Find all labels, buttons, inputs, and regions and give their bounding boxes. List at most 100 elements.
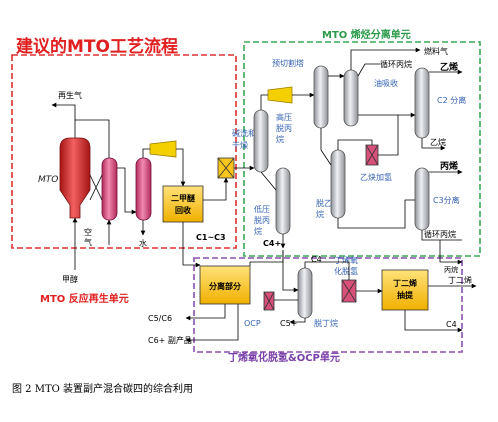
odh-x2 bbox=[341, 279, 357, 303]
lp-depropanizer-label-1: 低压 bbox=[254, 204, 270, 214]
alkali-wash-label-1: 碱洗和 bbox=[232, 128, 256, 138]
hp-depropanizer-label-1: 高压 bbox=[276, 112, 292, 122]
butene-odh-label-2: 化脱氢 bbox=[334, 266, 358, 276]
c4-section-box bbox=[193, 257, 463, 353]
diagram-title: 建议的MTO工艺流程 bbox=[16, 36, 178, 57]
air-label-2: 气 bbox=[84, 237, 92, 247]
separation-section-box bbox=[243, 41, 481, 257]
butene-odh-label-1: 丁烯氧 bbox=[334, 255, 358, 265]
separation-part-label: 分离部分 bbox=[209, 281, 241, 291]
alkali-wash-label-2: 干燥 bbox=[232, 141, 248, 150]
c1-c3-label: C1~C3 bbox=[196, 233, 226, 242]
c4-out-line bbox=[404, 310, 463, 333]
deethanizer bbox=[330, 149, 346, 219]
recycle-propane-line bbox=[421, 230, 462, 241]
c5-plus-label: C5+ bbox=[280, 319, 297, 328]
alkali-wash-x2 bbox=[217, 157, 235, 179]
debutanizer-label: 脱丁烷 bbox=[314, 318, 338, 328]
lp-depropanizer-label-3: 烷 bbox=[254, 226, 262, 236]
absorber-label: 油吸收 bbox=[374, 78, 398, 88]
regen-gas-label: 再生气 bbox=[58, 90, 82, 100]
c4-section-label: 丁烯氧化脱氢&OCP单元 bbox=[228, 351, 340, 364]
ethane-line bbox=[421, 138, 446, 151]
oil-absorber bbox=[343, 69, 359, 127]
c6-byproduct-line bbox=[185, 304, 239, 343]
compressor-2 bbox=[267, 86, 293, 104]
butadiene-extraction-label-1: 丁二烯 bbox=[393, 278, 417, 288]
methanol-label: 甲醇 bbox=[62, 274, 78, 284]
reactor-regen-link-2 bbox=[89, 174, 103, 201]
mto-reactor bbox=[59, 137, 91, 219]
dme-to-wash-line bbox=[203, 177, 229, 201]
c5-c6-label: C5/C6 bbox=[148, 314, 172, 323]
propane-line bbox=[439, 240, 463, 265]
c4-to-odh bbox=[320, 261, 350, 280]
fuel-gas-line bbox=[350, 47, 421, 70]
lp-depropanizer-label-2: 脱丙 bbox=[254, 215, 270, 225]
quench-tower bbox=[135, 157, 152, 221]
propane-label: 丙烷 bbox=[444, 265, 458, 274]
hp-depropanizer-label-2: 脱丙 bbox=[276, 123, 292, 133]
ocp-label: OCP bbox=[244, 319, 261, 328]
butadiene-extraction-box bbox=[381, 269, 429, 311]
ethylene-label: 乙烯 bbox=[440, 61, 458, 73]
separation-part-box bbox=[199, 265, 251, 305]
compressor bbox=[149, 140, 177, 158]
hp-depropanizer-label-3: 烷 bbox=[276, 134, 284, 144]
dme-recovery-box bbox=[162, 185, 204, 223]
debutanizer bbox=[297, 267, 313, 319]
c4-label: C4 bbox=[311, 255, 322, 264]
c6-byproduct-label: C6+ 副产品 bbox=[148, 335, 192, 345]
regenerator bbox=[101, 157, 118, 221]
deethanizer-to-c3 bbox=[337, 199, 415, 229]
c4-plus-label: C4+ bbox=[263, 239, 281, 248]
hp-to-compressor-line bbox=[260, 94, 268, 110]
predemethanizer-to-deethanizer bbox=[320, 128, 332, 166]
compressor-dme-line bbox=[176, 148, 186, 187]
butadiene-label: 丁二烯 bbox=[448, 275, 472, 285]
acetylene-label: 乙炔加氢 bbox=[360, 172, 392, 182]
ethane-label: 乙烷 bbox=[430, 137, 446, 147]
butadiene-extraction-label-2: 抽提 bbox=[397, 290, 414, 300]
high-pressure-depropanizer bbox=[253, 109, 269, 173]
debutanizer-top-line bbox=[304, 261, 320, 268]
ocp-x2 bbox=[263, 291, 275, 311]
dme-recovery-label-1: 二甲醚 bbox=[171, 193, 196, 203]
c2-splitter-label: C2 分离 bbox=[437, 95, 466, 105]
absorber-to-acetylene bbox=[358, 114, 399, 156]
figure-caption: 图 2 MTO 装置副产混合碳四的综合利用 bbox=[12, 382, 193, 395]
reactor-quench-line bbox=[117, 167, 137, 215]
reactor-section-label: MTO 反应再生单元 bbox=[40, 292, 129, 305]
c3-splitter bbox=[414, 167, 430, 231]
c5-c6-line bbox=[185, 304, 226, 321]
recycle-propane-label: 循环丙烷 bbox=[424, 229, 456, 239]
recycle-propane-in-line bbox=[357, 63, 380, 77]
predemethanizer bbox=[313, 65, 329, 129]
c5-plus-line bbox=[289, 318, 306, 325]
mto-reactor-label: MTO bbox=[38, 175, 58, 185]
acetylene-x2 bbox=[365, 144, 379, 166]
dme-to-c4-line bbox=[182, 222, 201, 268]
separation-section-label: MTO 烯烃分离单元 bbox=[322, 28, 411, 41]
deethanizer-label-1: 脱乙 bbox=[316, 198, 332, 208]
regen-gas-line bbox=[51, 102, 76, 138]
recycle-propane-top-label: 循环丙烷 bbox=[380, 59, 412, 69]
reactor-section-box bbox=[11, 54, 237, 249]
deethanizer-to-acetylene bbox=[337, 139, 373, 150]
propylene-label: 丙烯 bbox=[440, 160, 458, 172]
c3-splitter-label: C3分离 bbox=[433, 195, 460, 205]
c4-to-debutanizer bbox=[282, 250, 299, 293]
predemethanizer-label: 预切割塔 bbox=[272, 58, 304, 68]
deethanizer-label-2: 烷 bbox=[316, 209, 324, 219]
water-label: 水 bbox=[139, 238, 147, 248]
fuel-gas-label: 燃料气 bbox=[424, 46, 448, 56]
c2-splitter bbox=[414, 67, 430, 139]
regen-return-line bbox=[75, 119, 110, 158]
quench-compressor-line bbox=[142, 148, 150, 158]
air-label-1: 空 bbox=[84, 227, 92, 237]
c4-out-label: C4 bbox=[446, 320, 457, 329]
dme-recovery-label-2: 回收 bbox=[175, 205, 191, 215]
low-pressure-depropanizer bbox=[275, 167, 291, 235]
